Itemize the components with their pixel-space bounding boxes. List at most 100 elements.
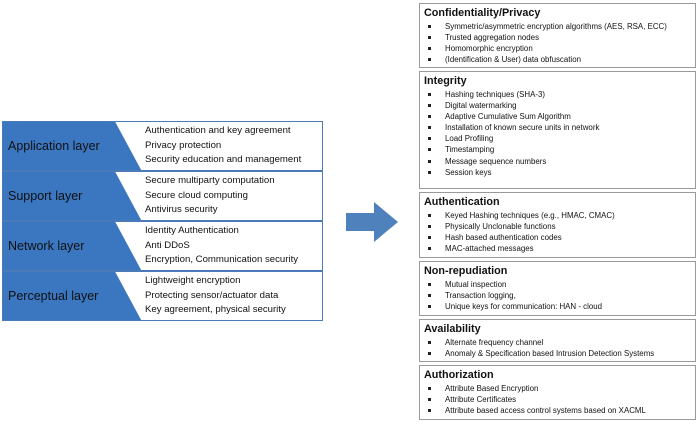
bullet-icon <box>428 341 431 344</box>
iot-layer-diagram: Application layer Authentication and key… <box>2 121 323 324</box>
layer-items: Authentication and key agreement Privacy… <box>145 124 321 168</box>
panel-list: Attribute Based Encryption Attribute Cer… <box>424 383 691 416</box>
panel-item-text: Anomaly & Specification based Intrusion … <box>445 349 655 359</box>
panel-item: MAC-attached messages <box>424 243 691 254</box>
panel-list: Mutual inspection Transaction logging, U… <box>424 279 691 312</box>
panel-item-text: Transaction logging, <box>445 291 516 301</box>
panel-list: Hashing techniques (SHA-3) Digital water… <box>424 89 691 178</box>
bullet-icon <box>428 305 431 309</box>
panel-item: Mutual inspection <box>424 279 691 290</box>
panel-item: Physically Unclonable functions <box>424 221 691 232</box>
bullet-icon <box>428 115 431 119</box>
bullet-icon <box>428 126 431 130</box>
panel-item: Attribute based access control systems b… <box>424 405 691 416</box>
layer-item: Privacy protection <box>145 139 222 151</box>
panel-item: Timestamping <box>424 144 691 155</box>
panel-title: Non-repudiation <box>424 265 508 277</box>
panel-item-text: Hashing techniques (SHA-3) <box>445 90 545 99</box>
layer-item: Encryption, Communication security <box>145 254 299 265</box>
panel-item: Keyed Hashing techniques (e.g., HMAC, CM… <box>424 210 691 221</box>
layer-name: Perceptual layer <box>8 289 99 303</box>
panel-authorization: Authorization Attribute Based Encryption… <box>419 365 696 420</box>
layer-name: Application layer <box>8 139 100 153</box>
layer-item: Lightweight encryption <box>145 275 241 286</box>
right-arrow-icon <box>346 202 398 242</box>
panel-title: Availability <box>424 323 481 335</box>
panel-item: Message sequence numbers <box>424 156 691 167</box>
bullet-icon <box>428 387 431 390</box>
layer-tab-shape <box>3 222 142 270</box>
panel-item: Homomorphic encryption <box>424 43 691 54</box>
panel-item-text: (Identification & User) data obfuscation <box>445 55 581 65</box>
panel-integrity: Integrity Hashing techniques (SHA-3) Dig… <box>419 71 696 189</box>
panel-item-text: Timestamping <box>445 145 495 155</box>
panel-item-text: Adaptive Cumulative Sum Algorithm <box>445 112 571 122</box>
panel-item: Transaction logging, <box>424 290 691 301</box>
layer-item: Antivirus security <box>145 204 218 215</box>
bullet-icon <box>428 247 431 251</box>
panel-title: Integrity <box>424 75 467 87</box>
bullet-icon <box>428 398 431 402</box>
layer-name: Support layer <box>8 189 83 203</box>
panel-item: Digital watermarking <box>424 100 691 111</box>
panel-item-text: Homomorphic encryption <box>445 44 533 54</box>
bullet-icon <box>428 137 431 141</box>
panel-item-text: Installation of known secure units in ne… <box>445 123 600 133</box>
bullet-icon <box>428 47 431 51</box>
bullet-icon <box>428 36 431 40</box>
panel-item: Anomaly & Specification based Intrusion … <box>424 348 691 359</box>
panel-confidentiality: Confidentiality/Privacy Symmetric/asymme… <box>419 3 696 68</box>
panel-non-repudiation: Non-repudiation Mutual inspection Transa… <box>419 261 696 316</box>
bullet-icon <box>428 283 431 286</box>
panel-title: Confidentiality/Privacy <box>424 7 541 19</box>
layer-items: Identity Authentication Anti DDoS Encryp… <box>145 224 321 268</box>
panel-item: Session keys <box>424 167 691 178</box>
panel-item: Attribute Certificates <box>424 394 691 405</box>
panel-item: Unique keys for communication: HAN - clo… <box>424 301 691 312</box>
panel-item-text: Digital watermarking <box>445 101 517 111</box>
panel-item-text: Trusted aggregation nodes <box>445 33 540 43</box>
panel-list: Symmetric/asymmetric encryption algorith… <box>424 21 691 65</box>
panel-title: Authentication <box>424 196 500 208</box>
layer-items: Secure multiparty computation Secure clo… <box>145 174 321 218</box>
bullet-icon <box>428 294 431 298</box>
panel-item: Hash based authentication codes <box>424 232 691 243</box>
bullet-icon <box>428 214 431 217</box>
panel-availability: Availability Alternate frequency channel… <box>419 319 696 362</box>
bullet-icon <box>428 236 431 240</box>
panel-item: Load Profiling <box>424 133 691 144</box>
layer-item: Secure multiparty computation <box>145 175 275 186</box>
panel-item-text: Attribute Certificates <box>445 395 517 405</box>
layer-item: Identity Authentication <box>145 225 239 236</box>
layer-tab-shape <box>3 172 142 220</box>
bullet-icon <box>428 170 431 174</box>
panel-item: Attribute Based Encryption <box>424 383 691 394</box>
layer-item: Key agreement, physical security <box>145 304 286 315</box>
panel-item-text: MAC-attached messages <box>445 244 534 254</box>
panel-item: Symmetric/asymmetric encryption algorith… <box>424 21 691 32</box>
layer-perceptual: Perceptual layer Lightweight encryption … <box>2 271 323 321</box>
layer-tab-shape <box>3 122 142 170</box>
bullet-icon <box>428 352 431 356</box>
bullet-icon <box>428 104 431 108</box>
panel-list: Keyed Hashing techniques (e.g., HMAC, CM… <box>424 210 691 254</box>
panel-item-text: Message sequence numbers <box>445 156 547 166</box>
layer-tab-shape <box>3 272 142 320</box>
panel-item: Trusted aggregation nodes <box>424 32 691 43</box>
panel-item-text: Attribute based access control systems b… <box>445 406 646 416</box>
panel-authentication: Authentication Keyed Hashing techniques … <box>419 192 696 258</box>
layer-network: Network layer Identity Authentication An… <box>2 221 323 271</box>
layer-item: Protecting sensor/actuator data <box>145 289 279 301</box>
panel-item-text: Mutual inspection <box>445 280 507 289</box>
bullet-icon <box>428 409 431 413</box>
panel-item-text: Physically Unclonable functions <box>445 222 556 232</box>
bullet-icon <box>428 159 431 163</box>
panel-item: (Identification & User) data obfuscation <box>424 54 691 65</box>
layer-support: Support layer Secure multiparty computat… <box>2 171 323 221</box>
panel-item-text: Session keys <box>445 167 492 177</box>
panel-item-text: Unique keys for communication: HAN - clo… <box>445 302 602 312</box>
layer-application: Application layer Authentication and key… <box>2 121 323 171</box>
panel-item-text: Hash based authentication codes <box>445 233 562 243</box>
bullet-icon <box>428 58 431 62</box>
panel-item-text: Attribute Based Encryption <box>445 384 539 393</box>
